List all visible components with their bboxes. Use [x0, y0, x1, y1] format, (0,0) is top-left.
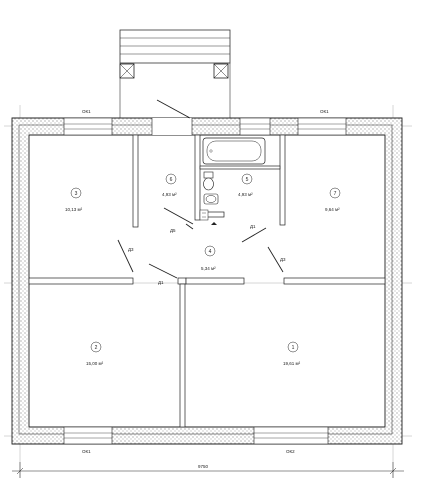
room-marker-1: 1 19,61 м² [283, 341, 301, 366]
room-markers: 3 10,13 м² 6 4,93 м² 5 4,93 м² 7 9,64 м²… [65, 173, 341, 366]
opening-labels: ОК1 ОК1 ОК1 ОК2 Д5 Д1 Д3 Д3 Д1 [82, 109, 329, 454]
svg-text:15,00 м²: 15,00 м² [86, 361, 104, 366]
doors [117, 99, 284, 279]
svg-text:19,61 м²: 19,61 м² [283, 361, 301, 366]
window-bath [239, 117, 271, 136]
svg-text:Д1: Д1 [250, 224, 256, 229]
svg-text:7: 7 [334, 191, 337, 197]
window-ok1-top-right [297, 117, 347, 136]
svg-text:9,64 м²: 9,64 м² [325, 207, 340, 212]
door-d3-left [117, 239, 134, 273]
room-marker-4: 4 5,34 м² [201, 245, 216, 271]
svg-text:2: 2 [95, 345, 98, 351]
room-marker-5: 5 4,93 м² [238, 173, 253, 197]
svg-text:3: 3 [75, 191, 78, 197]
svg-text:Д3: Д3 [280, 257, 286, 262]
svg-text:6: 6 [170, 177, 173, 183]
bathroom-fixtures [199, 137, 266, 225]
svg-text:Д3: Д3 [128, 247, 134, 252]
window-openings [63, 117, 347, 445]
svg-text:4,93 м²: 4,93 м² [238, 192, 253, 197]
entrance-opening [152, 118, 192, 135]
window-ok2-bottom [253, 426, 329, 445]
svg-text:4: 4 [209, 249, 212, 255]
svg-text:5,34 м²: 5,34 м² [201, 266, 216, 271]
window-ok1-bottom [63, 426, 113, 445]
room-marker-6: 6 4,93 м² [162, 173, 177, 197]
svg-text:10,13 м²: 10,13 м² [65, 207, 83, 212]
door-d1-right [241, 227, 267, 243]
svg-text:ОК1: ОК1 [82, 109, 91, 114]
dimension-line: 9750 [12, 462, 404, 478]
svg-text:Д1: Д1 [158, 280, 164, 285]
window-ok1-top-left [63, 117, 113, 136]
svg-text:1: 1 [292, 345, 295, 351]
door-entrance [156, 99, 191, 119]
svg-text:5: 5 [246, 177, 249, 183]
svg-text:ОК2: ОК2 [286, 449, 295, 454]
room-marker-7: 7 9,64 м² [325, 187, 341, 212]
room-marker-3: 3 10,13 м² [65, 187, 83, 212]
svg-text:ОК1: ОК1 [82, 449, 91, 454]
svg-text:Д5: Д5 [170, 228, 176, 233]
toilet [203, 171, 214, 179]
dimension-overall-width: 9750 [198, 464, 209, 469]
interior-walls [28, 134, 386, 428]
door-d1-bottom [148, 263, 178, 279]
svg-text:4,93 м²: 4,93 м² [162, 192, 177, 197]
door-d3-right [267, 246, 284, 273]
porch [119, 29, 231, 118]
svg-text:ОК1: ОК1 [320, 109, 329, 114]
room-marker-2: 2 15,00 м² [86, 341, 104, 366]
door-d5 [163, 207, 194, 225]
